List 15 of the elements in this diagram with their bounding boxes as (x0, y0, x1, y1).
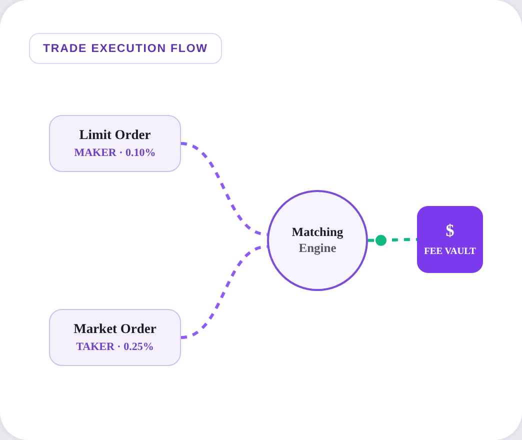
currency-symbol: $ (446, 220, 454, 241)
dashed-connector (180, 245, 268, 339)
fee-rate: TAKER · 0.25% (76, 341, 154, 354)
order-title: Limit Order (79, 126, 151, 143)
title-badge: TRADE EXECUTION FLOW (29, 33, 222, 64)
engine-title: Matching (292, 225, 344, 240)
vault-tile (417, 206, 483, 273)
order-box (49, 115, 181, 172)
engine-subtitle: Engine (298, 241, 336, 256)
fee-rate: MAKER · 0.10% (74, 147, 156, 160)
order-title: Market Order (74, 320, 156, 337)
dashed-connector (368, 234, 417, 246)
order-box (49, 309, 181, 366)
dashed-connector (180, 142, 268, 236)
vault-label: FEE VAULT (424, 247, 476, 258)
